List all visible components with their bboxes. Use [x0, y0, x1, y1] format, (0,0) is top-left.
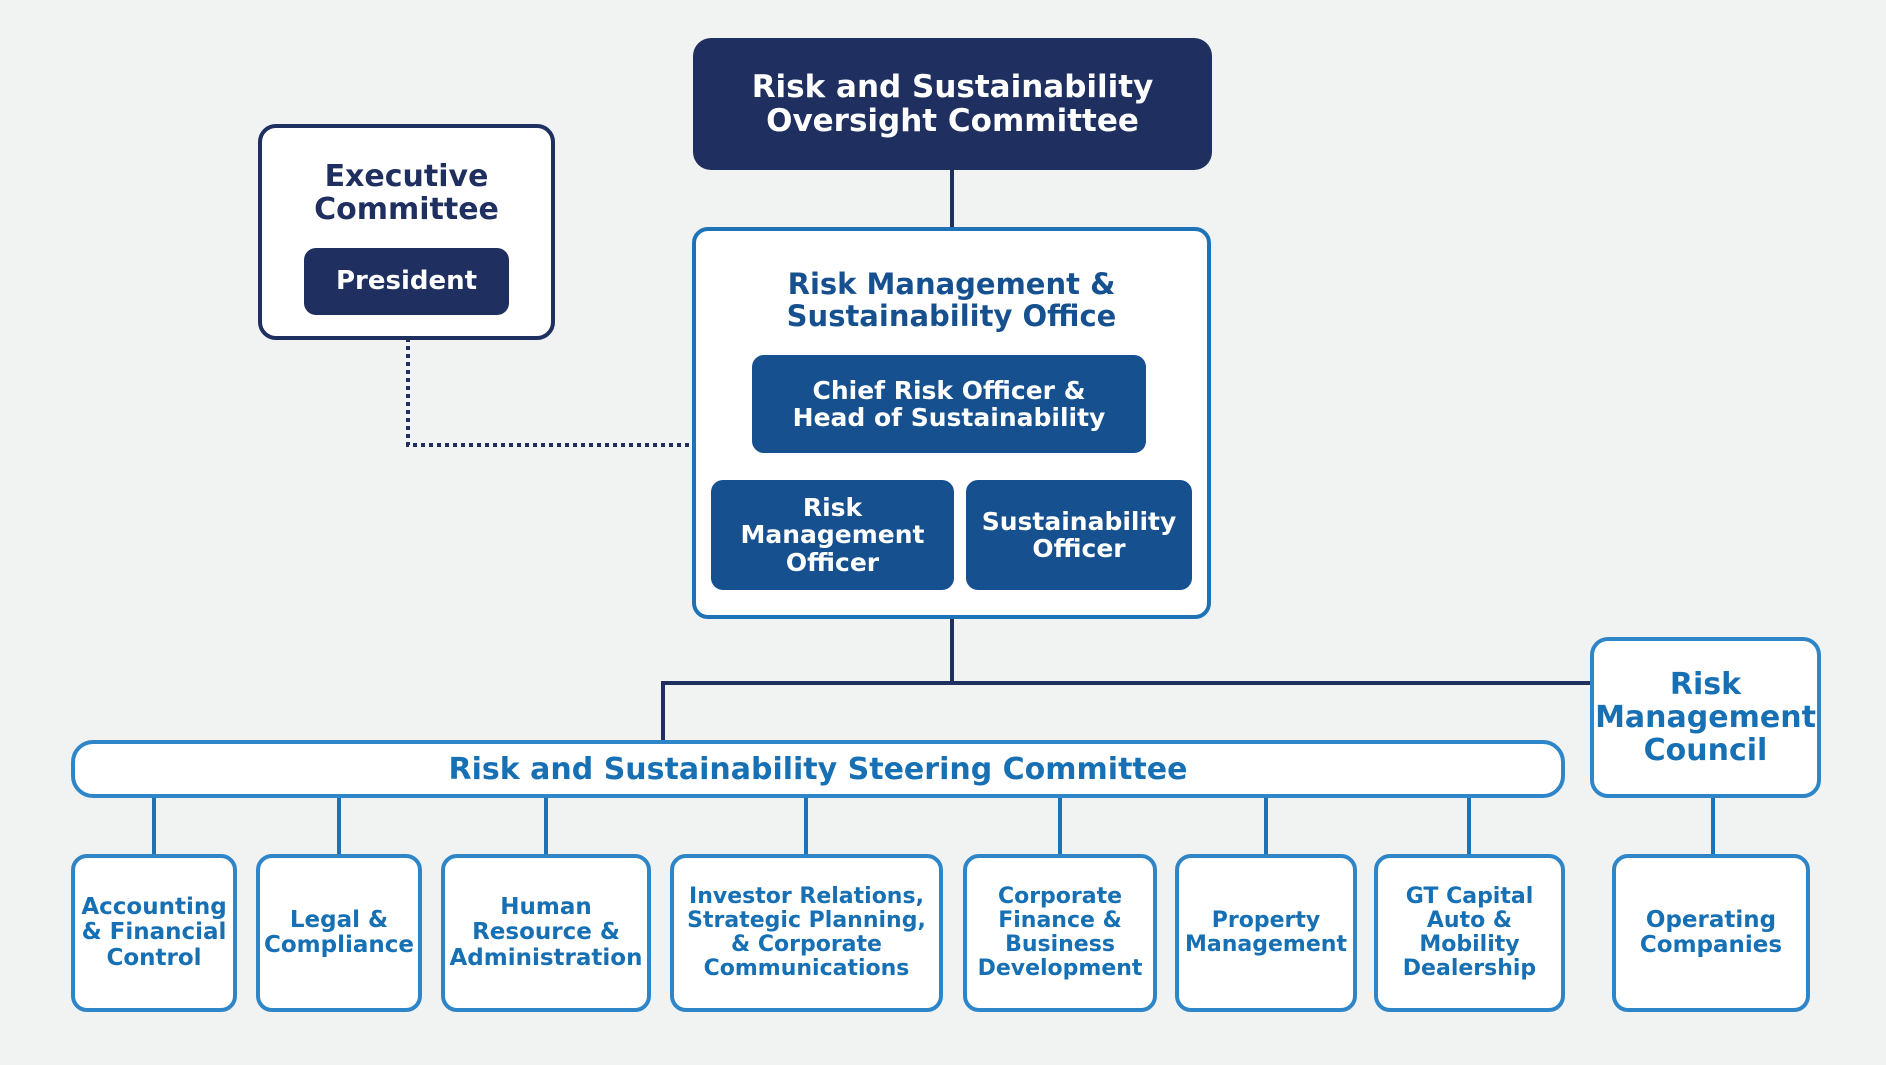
- unit-accounting: Accounting & Financial Control: [71, 854, 237, 1012]
- unit-line: GT Capital: [1405, 883, 1534, 909]
- executive-line-1: Executive: [324, 159, 489, 194]
- unit-line: Resource &: [472, 919, 620, 946]
- cro-line-2: Head of Sustainability: [792, 403, 1106, 432]
- unit-line: Management: [1185, 932, 1347, 957]
- unit-line: & Corporate: [731, 932, 882, 957]
- sust-officer-line-1: Sustainability: [981, 506, 1177, 536]
- unit-line: Administration: [449, 944, 643, 971]
- cro-box: Chief Risk Officer & Head of Sustainabil…: [752, 355, 1146, 453]
- unit-legal: Legal & Compliance: [256, 854, 422, 1012]
- risk-management-officer-box: Risk Management Officer: [711, 480, 954, 590]
- steering-committee-bar: Risk and Sustainability Steering Committ…: [71, 740, 1565, 798]
- unit-line: Finance &: [998, 907, 1122, 933]
- unit-line: Compliance: [263, 932, 414, 958]
- president-box: President: [304, 248, 509, 315]
- council-line-1: Risk: [1669, 667, 1742, 702]
- unit-line: Property: [1211, 907, 1321, 933]
- sustainability-officer-box: Sustainability Officer: [966, 480, 1192, 590]
- council-line-2: Management: [1595, 700, 1816, 735]
- risk-officer-line-3: Officer: [785, 547, 880, 577]
- unit-line: Human: [500, 894, 592, 921]
- oversight-line-2: Oversight Committee: [766, 103, 1139, 139]
- unit-line: Corporate: [997, 883, 1123, 909]
- unit-line: Development: [977, 956, 1143, 982]
- rmso-line-1: Risk Management &: [787, 267, 1116, 301]
- steering-label: Risk and Sustainability Steering Committ…: [448, 751, 1188, 787]
- unit-property-management: Property Management: [1175, 854, 1357, 1012]
- risk-officer-line-1: Risk: [802, 492, 863, 522]
- unit-line: Investor Relations,: [689, 883, 924, 909]
- risk-officer-line-2: Management: [740, 520, 925, 550]
- president-label: President: [335, 266, 478, 297]
- unit-line: Control: [106, 944, 202, 971]
- rmso-line-2: Sustainability Office: [786, 298, 1117, 333]
- operating-line-2: Companies: [1639, 932, 1783, 958]
- cro-line-1: Chief Risk Officer &: [812, 375, 1086, 405]
- sust-officer-line-2: Officer: [1032, 534, 1126, 563]
- risk-management-council-box: Risk Management Council: [1590, 637, 1821, 798]
- unit-line: Mobility: [1419, 932, 1520, 957]
- unit-line: Auto &: [1426, 907, 1513, 933]
- unit-line: & Financial: [81, 919, 227, 946]
- council-line-3: Council: [1643, 733, 1768, 768]
- executive-line-2: Committee: [314, 192, 499, 227]
- unit-corporate-finance: Corporate Finance & Business Development: [963, 854, 1157, 1012]
- unit-investor-relations: Investor Relations, Strategic Planning, …: [670, 854, 943, 1012]
- unit-human-resource: Human Resource & Administration: [441, 854, 651, 1012]
- operating-line-1: Operating: [1645, 906, 1777, 933]
- oversight-committee-box: Risk and Sustainability Oversight Commit…: [693, 38, 1212, 170]
- operating-companies-box: Operating Companies: [1612, 854, 1810, 1012]
- connector-steering-units: [152, 796, 1715, 856]
- unit-line: Legal &: [289, 906, 389, 933]
- oversight-line-1: Risk and Sustainability: [751, 68, 1154, 105]
- unit-line: Communications: [703, 956, 910, 982]
- unit-line: Business: [1005, 932, 1115, 957]
- unit-line: Accounting: [81, 894, 227, 921]
- connector-executive-dotted: [406, 338, 692, 447]
- unit-gt-capital-auto: GT Capital Auto & Mobility Dealership: [1374, 854, 1565, 1012]
- unit-line: Dealership: [1402, 956, 1537, 982]
- unit-line: Strategic Planning,: [687, 907, 926, 933]
